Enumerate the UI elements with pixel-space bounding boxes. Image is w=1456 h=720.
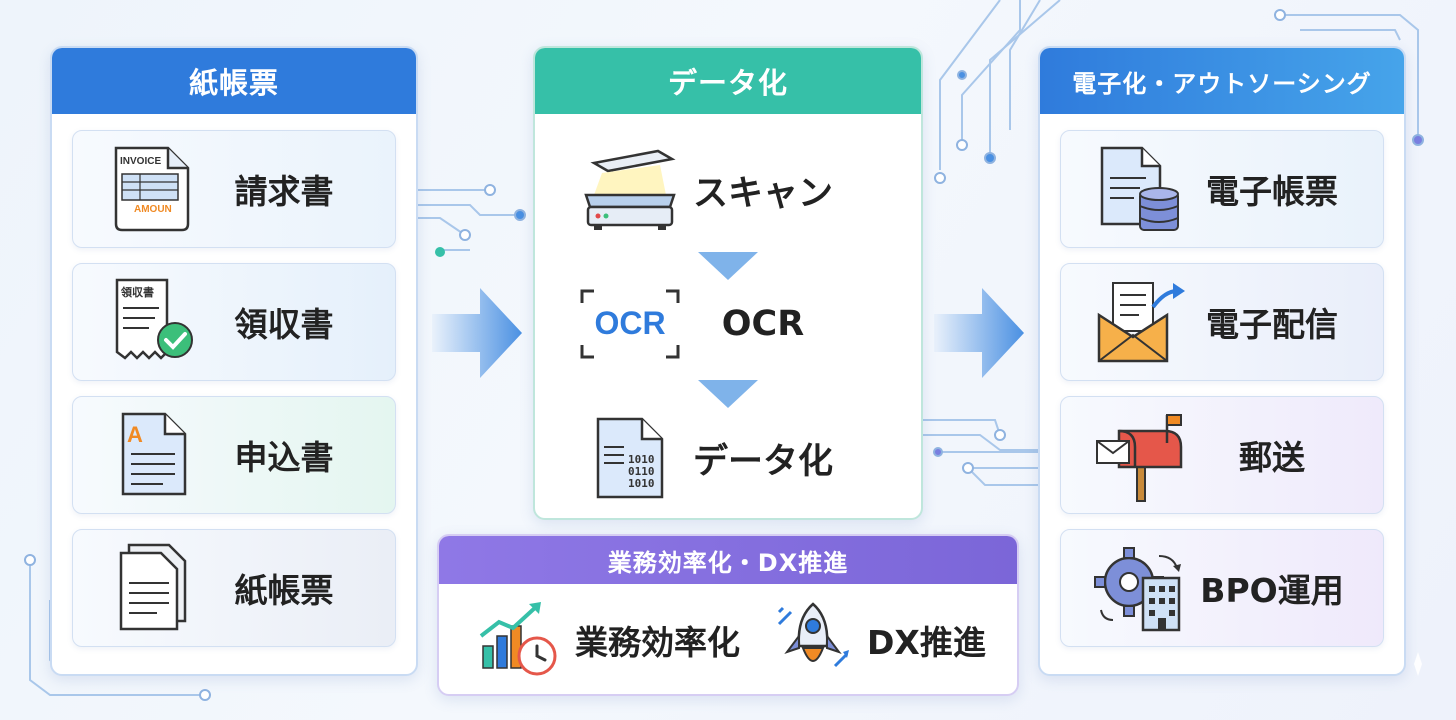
invoice-icon: INVOICE AMOUN [103,139,203,239]
down-arrow-icon [698,252,758,280]
growth-chart-clock-icon [477,596,561,684]
document-database-icon [1091,139,1191,239]
mailbox-icon [1091,405,1191,505]
paper-item-label: 領収書 [234,305,334,344]
sparkle-icon [1414,652,1422,676]
paper-item-receipt: 領収書 領収書 [72,263,396,381]
electronic-item-label: 郵送 [1239,438,1305,477]
data-conversion-panel: データ化 スキャン OCR OCR [533,46,923,520]
electronic-outsourcing-title: 電子化・アウトソーシング [1040,48,1404,114]
efficiency-dx-title: 業務効率化・DX推進 [439,536,1017,584]
right-arrow-icon [934,288,1024,378]
data-step-scan: スキャン [575,140,881,240]
data-step-label: データ化 [692,441,833,482]
receipt-icon-text: 領収書 [120,285,154,299]
data-step-label: OCR [721,304,805,344]
down-arrow-icon [698,380,758,408]
paper-item-label: 紙帳票 [234,571,334,610]
paper-item-application: A 申込書 [72,396,396,514]
dx-item-label: DX推進 [867,623,986,662]
gear-building-icon [1091,538,1191,638]
binary-text-line: 0110 [628,465,655,478]
dx-item: DX推進 [773,590,986,690]
ocr-icon-text: OCR [594,305,665,341]
electronic-item-label: 電子配信 [1206,305,1338,344]
ocr-icon: OCR [575,274,685,374]
invoice-amount-text: AMOUN [134,204,172,215]
electronic-item-mail: 郵送 [1060,396,1384,514]
receipt-icon: 領収書 [103,272,203,372]
electronic-item-label: BPO運用 [1200,571,1344,610]
efficiency-dx-panel: 業務効率化・DX推進 業務効率化 [437,534,1019,696]
scanner-icon [575,140,685,240]
email-delivery-icon [1091,272,1191,372]
binary-text-line: 1010 [628,453,655,466]
data-step-dataize: 1010 0110 1010 データ化 [575,408,881,508]
paper-item-forms: 紙帳票 [72,529,396,647]
data-step-ocr: OCR OCR [575,274,881,374]
electronic-outsourcing-panel: 電子化・アウトソーシング 電子帳票 [1038,46,1406,676]
right-arrow-icon [432,288,522,378]
electronic-item-label: 電子帳票 [1206,172,1338,211]
electronic-item-e-forms: 電子帳票 [1060,130,1384,248]
electronic-item-e-delivery: 電子配信 [1060,263,1384,381]
application-icon-letter: A [127,422,143,447]
paper-forms-panel: 紙帳票 INVOICE AMOUN 請求書 領収書 [50,46,418,676]
data-step-label: スキャン [692,173,833,214]
paper-item-label: 請求書 [234,172,334,211]
binary-document-icon: 1010 0110 1010 [575,408,685,508]
electronic-item-bpo: BPO運用 [1060,529,1384,647]
efficiency-item: 業務効率化 [477,590,740,690]
paper-item-invoice: INVOICE AMOUN 請求書 [72,130,396,248]
efficiency-item-label: 業務効率化 [575,623,740,662]
binary-text-line: 1010 [628,477,655,490]
application-form-icon: A [103,405,203,505]
paper-stack-icon [103,538,203,638]
data-conversion-title: データ化 [535,48,921,114]
paper-forms-title: 紙帳票 [52,48,416,114]
rocket-icon [773,596,853,684]
paper-item-label: 申込書 [234,438,334,477]
invoice-icon-text: INVOICE [120,156,161,167]
